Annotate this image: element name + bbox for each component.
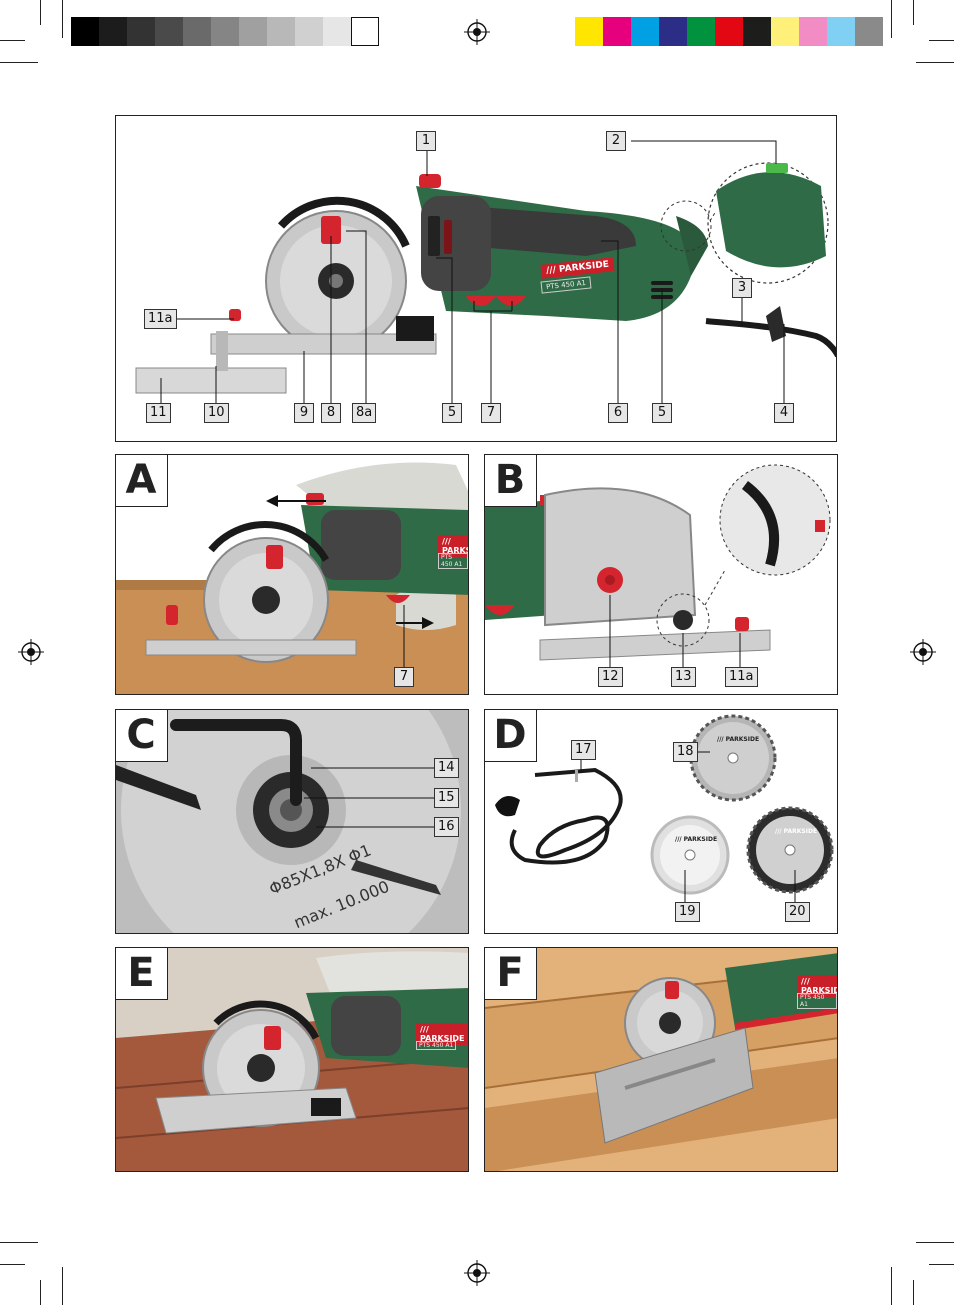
gray-swatch bbox=[127, 17, 155, 46]
panel-letter-b: B bbox=[485, 455, 537, 507]
callout-5-left: 5 bbox=[442, 403, 462, 423]
panel-c-illustration bbox=[116, 710, 468, 933]
callout-11a: 11a bbox=[725, 667, 758, 687]
color-swatch bbox=[631, 17, 659, 46]
panel-b-illustration bbox=[485, 464, 831, 667]
callout-18: 18 bbox=[673, 742, 698, 762]
callout-9: 9 bbox=[294, 403, 314, 423]
panel-d: D /// PARKSIDE /// PARKSIDE /// PARKSIDE… bbox=[484, 709, 838, 934]
color-swatch bbox=[827, 17, 855, 46]
saw-overview-illustration bbox=[135, 162, 836, 394]
overview-panel: /// PARKSIDE PTS 450 A1 1 2 3 11a 11 10 … bbox=[115, 115, 837, 442]
callout-19: 19 bbox=[675, 902, 700, 922]
blade-brand-label: /// PARKSIDE bbox=[775, 828, 818, 835]
brand-logo: /// PARKSIDE bbox=[438, 535, 468, 557]
callout-11: 11 bbox=[146, 403, 171, 423]
callout-12: 12 bbox=[598, 667, 623, 687]
callout-7: 7 bbox=[481, 403, 501, 423]
registration-target-right bbox=[910, 639, 936, 665]
callout-20: 20 bbox=[785, 902, 810, 922]
panel-e-illustration bbox=[116, 948, 468, 1171]
panel-b: B 12 13 11a bbox=[484, 454, 838, 695]
callout-3: 3 bbox=[732, 278, 752, 298]
color-swatch bbox=[855, 17, 883, 46]
gray-swatch bbox=[295, 17, 323, 46]
color-swatch bbox=[575, 17, 603, 46]
callout-5-right: 5 bbox=[652, 403, 672, 423]
callout-17: 17 bbox=[571, 740, 596, 760]
panel-f: F /// PARKSIDE PTS 450 A1 bbox=[484, 947, 838, 1172]
model-label: PTS 450 A1 bbox=[797, 993, 837, 1009]
panel-letter-e: E bbox=[116, 948, 168, 1000]
callout-14: 14 bbox=[434, 758, 459, 778]
gray-swatch bbox=[323, 17, 351, 46]
color-swatch bbox=[743, 17, 771, 46]
panel-letter-d: D bbox=[485, 710, 537, 762]
callout-6: 6 bbox=[608, 403, 628, 423]
gray-swatch bbox=[99, 17, 127, 46]
callout-13: 13 bbox=[671, 667, 696, 687]
color-swatch bbox=[659, 17, 687, 46]
panel-a-illustration bbox=[116, 462, 468, 694]
color-swatch bbox=[603, 17, 631, 46]
callout-8a: 8a bbox=[352, 403, 377, 423]
registration-target-bottom bbox=[464, 1260, 490, 1286]
panel-letter-c: C bbox=[116, 710, 168, 762]
registration-target-top bbox=[464, 19, 490, 45]
blade-brand-label: /// PARKSIDE bbox=[675, 836, 718, 843]
color-swatch bbox=[715, 17, 743, 46]
panel-a: A /// PARKSIDE PTS 450 A1 7 bbox=[115, 454, 469, 695]
color-swatch bbox=[771, 17, 799, 46]
gray-swatch bbox=[71, 17, 99, 46]
model-label: PTS 450 A1 bbox=[416, 1041, 457, 1050]
callout-11a: 11a bbox=[144, 309, 177, 329]
callout-7: 7 bbox=[394, 667, 414, 687]
gray-swatch bbox=[267, 17, 295, 46]
panel-letter-a: A bbox=[116, 455, 168, 507]
callout-1: 1 bbox=[416, 131, 436, 151]
color-swatch bbox=[687, 17, 715, 46]
registration-target-left bbox=[18, 639, 44, 665]
blade-brand-label: /// PARKSIDE bbox=[717, 736, 760, 743]
gray-swatch bbox=[155, 17, 183, 46]
brand-logo: /// PARKSIDE bbox=[797, 975, 837, 997]
panel-letter-f: F bbox=[485, 948, 537, 1000]
model-label: PTS 450 A1 bbox=[438, 553, 468, 569]
callout-leader-lines bbox=[160, 140, 785, 403]
brand-logo: /// PARKSIDE bbox=[416, 1023, 468, 1045]
callout-10: 10 bbox=[204, 403, 229, 423]
callout-8: 8 bbox=[321, 403, 341, 423]
gray-swatch bbox=[351, 17, 379, 46]
color-swatch bbox=[799, 17, 827, 46]
gray-swatch bbox=[183, 17, 211, 46]
panel-d-illustration bbox=[495, 714, 834, 902]
panel-e: E /// PARKSIDE PTS 450 A1 bbox=[115, 947, 469, 1172]
callout-2: 2 bbox=[606, 131, 626, 151]
panel-f-illustration bbox=[485, 948, 837, 1171]
callout-16: 16 bbox=[434, 817, 459, 837]
gray-swatch bbox=[211, 17, 239, 46]
panel-c: C Φ85X1,8X Φ1 max. 10.000 14 15 16 bbox=[115, 709, 469, 934]
callout-4: 4 bbox=[774, 403, 794, 423]
gray-swatch bbox=[239, 17, 267, 46]
callout-15: 15 bbox=[434, 788, 459, 808]
